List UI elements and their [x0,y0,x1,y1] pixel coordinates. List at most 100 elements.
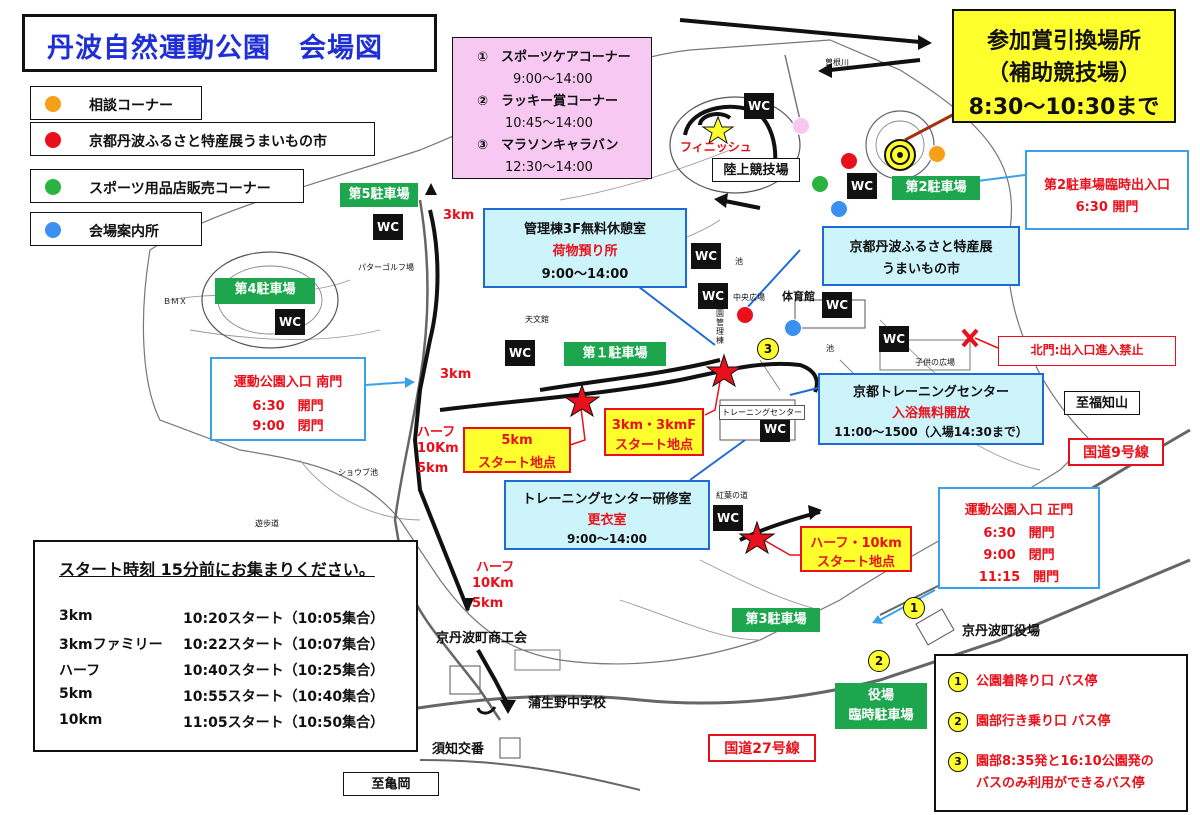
admin-line-2: 荷物預り所 [552,244,618,259]
training-lab-box: トレーニングセンター研修室 更衣室 9:00～14:00 [504,480,710,550]
start-half-line-2: スタート地点 [816,555,895,570]
river-label: 曽根川 [825,58,849,67]
south-gate-box: 運動公園入口 南門 6:30 開門 9:00 閉門 [210,357,366,441]
bus-stop-3-label-2: バスのみ利用ができるバス停 [976,776,1145,791]
blue-circle-icon [830,200,848,218]
fair-line-2: うまいもの市 [881,262,960,277]
schedule-race-time: 10:22スタート（10:07集合） [183,637,385,653]
corner-2-time: 10:45～14:00 [505,116,593,131]
corner-1-time: 9:00～14:00 [513,72,593,87]
prize-exchange-box: 参加賞引換場所 （補助競技場） 8:30～10:30まで [952,9,1176,123]
walkway-label: 遊歩道 [255,519,279,528]
course-main [412,209,470,611]
callout-line-pink [784,54,801,121]
town-office-label: 京丹波町役場 [962,624,1041,639]
kids-plaza [879,339,971,371]
finish-label: フィニッシュ [680,140,752,154]
bus-stop-3-label-1: 園部8:35発と16:10公園発の [976,754,1154,769]
main-gate-line-2: 6:30 開門 [983,526,1055,541]
callout-line-admin [629,279,716,346]
observatory-label: 天文館 [525,315,549,324]
north-gate-label: 北門:出入口進入禁止 [1030,343,1144,357]
schedule-race-time: 10:40スタート（10:25集合） [183,663,385,679]
restroom-icon: WC [847,173,877,199]
admin-line-1: 管理棟3F無料休憩室 [524,222,646,237]
course-10k-label: 10Km [472,576,514,591]
main-gate-line-4: 11:15 開門 [978,570,1060,585]
training-building-label: トレーニングセンター [719,405,805,420]
restroom-icon: WC [744,93,774,119]
green-circle-icon [45,179,61,195]
momiji-path-label: 紅葉の道 [716,491,748,500]
restroom-icon: WC [879,326,909,352]
training-line-2: 入浴無料開放 [891,406,970,421]
bmx-track [201,251,339,349]
shobu-pond-label: ショウブ池 [338,468,378,477]
restroom-icon: WC [698,283,728,309]
start-half-line-1: ハーフ・10km [810,536,902,551]
south-gate-line-3: 9:00 閉門 [252,419,324,434]
restroom-icon: WC [713,505,743,531]
parking-office-line-1: 役場 [867,688,894,703]
road-national-27 [349,558,1191,722]
center-plaza-label: 中央広場 [733,293,765,302]
schedule-race-time: 10:20スタート（10:05集合） [183,611,385,627]
restroom-icon: WC [822,292,852,318]
red-circle-icon [840,152,858,170]
schedule-race-name: ハーフ [59,663,101,679]
callout-line-fair [744,249,801,311]
callout-line-5k [569,399,586,446]
schedule-race-name: 3km [59,608,93,624]
schedule-race-name: 10km [59,712,103,728]
service-corners-box: ① スポーツケアコーナー 9:00～14:00 ② ラッキー賞コーナー 10:4… [452,37,652,179]
legend-kyoto-fair: 京都丹波ふるさと特産展うまいもの市 [30,122,375,156]
lab-line-2: 更衣室 [587,513,627,528]
start-3k-line-1: 3km・3kmF [611,418,697,433]
callout-line-half [754,534,800,556]
pond-label: 池 [735,257,743,266]
finish-star-icon [701,115,735,145]
golf-label: パターゴルフ場 [358,263,414,272]
route-27-label: 国道27号線 [708,734,816,762]
main-gate-line-1: 運動公園入口 正門 [964,503,1074,518]
parking-3: 第3駐車場 [732,608,820,632]
stadium-label: 陸上競技場 [712,158,800,182]
legend-consultation: 相談コーナー [30,86,202,120]
parking2-temp-gate-box: 第2駐車場臨時出入口 6:30 開門 [1025,150,1189,230]
course-to-school [476,649,510,706]
parking-4: 第4駐車場 [215,278,315,304]
bus-stop-2-marker: 2 [868,650,890,672]
road-town [419,759,641,791]
kyoto-fair-box: 京都丹波ふるさと特産展 うまいもの市 [822,226,1020,286]
course-east [439,361,819,412]
main-gate-line-3: 9:00 閉門 [983,548,1055,563]
to-fukuchiyama-label: 至福知山 [1064,391,1140,415]
lab-line-1: トレーニングセンター研修室 [522,492,692,507]
parking-2: 第2駐車場 [892,176,980,200]
schedule-heading: スタート時刻 15分前にお集まりください。 [59,560,375,579]
course-5k-label: 5km [417,461,449,476]
schedule-race-name: 5km [59,686,93,702]
parking2-temp-line-2: 6:30 開門 [1075,200,1139,215]
course-top [679,18,921,44]
red-circle-icon [736,306,754,324]
parking-office-line-2: 臨時駐車場 [848,708,914,723]
corner-3-name: ③ マラソンキャラバン [477,138,619,153]
legend-label: 相談コーナー [89,98,173,114]
legend-label: 会場案内所 [89,224,159,240]
legend-sports-shop: スポーツ用品店販売コーナー [30,169,304,203]
bus-stop-number: 1 [948,671,968,692]
orange-circle-icon [928,145,946,163]
training-center-box: 京都トレーニングセンター 入浴無料開放 11:00～1500（入場14:30まで… [818,373,1044,445]
course-10k-label: 10Km [417,441,459,456]
start-5k-line-1: 5km [501,433,533,448]
restroom-icon: WC [275,309,305,335]
main-gate-box: 運動公園入口 正門 6:30 開門 9:00 閉門 11:15 開門 [938,487,1100,589]
prize-line-3: 8:30～10:30まで [968,95,1160,120]
bus-stop-number: 3 [948,751,968,772]
admin-line-3: 9:00～14:00 [541,267,629,282]
training-line-1: 京都トレーニングセンター [852,385,1009,400]
commerce-label: 京丹波町商工会 [436,631,528,646]
bus-stop-3-item: 3 園部8:35発と16:10公園発の [948,750,1154,772]
commerce-building [449,665,481,695]
